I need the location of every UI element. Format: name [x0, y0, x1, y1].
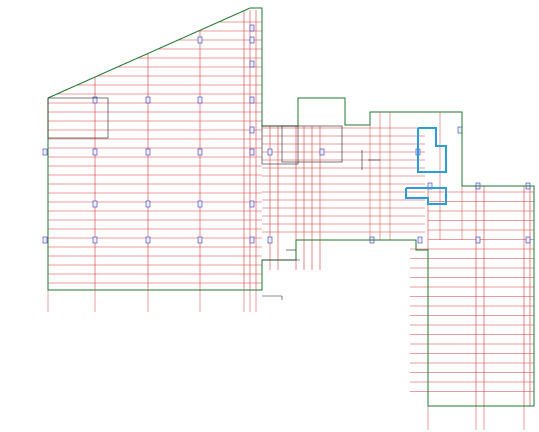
anchor-marker — [457, 126, 463, 134]
anchor-marker — [417, 236, 423, 244]
anchor-marker — [249, 148, 255, 156]
anchor-marker — [197, 236, 203, 244]
anchor-marker — [197, 200, 203, 208]
anchor-marker — [525, 236, 531, 244]
stair-outline — [281, 125, 343, 163]
anchor-marker — [267, 236, 273, 244]
anchor-marker — [42, 236, 48, 244]
anchor-marker — [197, 96, 203, 104]
anchor-marker — [249, 24, 255, 32]
anchor-marker — [267, 148, 273, 156]
core-outline-lower — [405, 187, 447, 205]
detail-lines — [262, 150, 380, 300]
tendon-lines-middle — [262, 127, 425, 233]
anchor-marker — [42, 148, 48, 156]
anchor-marker — [249, 126, 255, 134]
tendon-lines-left — [48, 21, 262, 284]
anchor-marker — [145, 200, 151, 208]
anchor-marker — [249, 36, 255, 44]
anchor-marker — [249, 236, 255, 244]
anchor-marker — [145, 96, 151, 104]
anchor-marker — [197, 148, 203, 156]
anchor-marker — [145, 148, 151, 156]
anchor-marker — [92, 236, 98, 244]
ramp-outline — [261, 125, 299, 165]
notch-outline — [47, 97, 109, 139]
anchor-marker — [249, 96, 255, 104]
anchor-marker — [249, 200, 255, 208]
slab-outline-path — [47, 7, 535, 407]
anchor-marker — [319, 148, 325, 156]
anchor-markers — [42, 24, 531, 244]
anchor-marker — [475, 236, 481, 244]
anchor-marker — [92, 96, 98, 104]
anchor-marker — [145, 236, 151, 244]
anchor-marker — [249, 60, 255, 68]
core-outline-upper — [417, 127, 447, 173]
slab-outline — [47, 7, 535, 407]
tendon-lines-right — [410, 191, 534, 392]
anchor-marker — [92, 200, 98, 208]
anchor-marker — [92, 148, 98, 156]
anchor-marker — [197, 36, 203, 44]
